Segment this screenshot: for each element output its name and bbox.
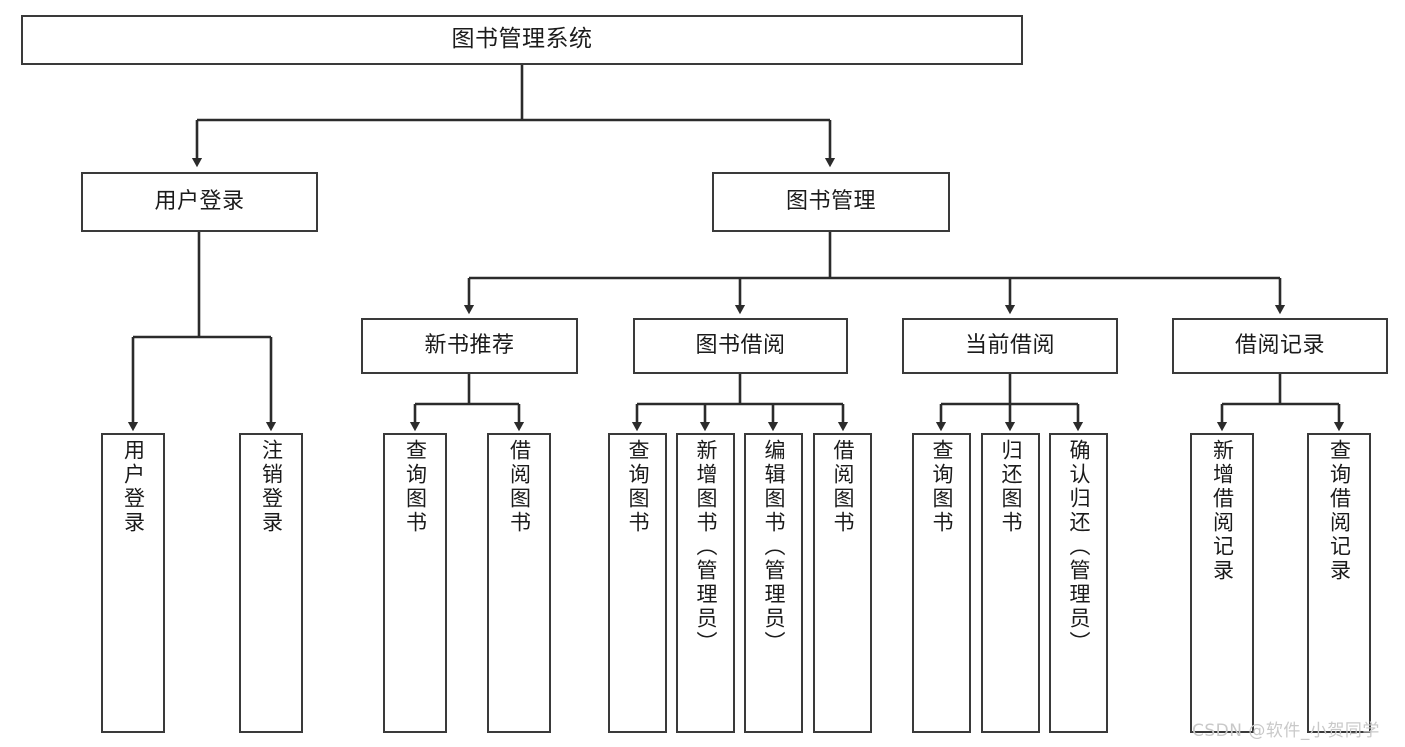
node-label: 借阅记录 — [1234, 332, 1325, 358]
leaf-borrow-book-recommend[interactable]: 借阅图书 — [487, 433, 551, 733]
node-user-login[interactable]: 用户登录 — [81, 172, 318, 232]
node-label: 确认归还（管理员） — [1067, 439, 1091, 655]
leaf-query-book-borrow[interactable]: 查询图书 — [608, 433, 667, 733]
node-label: 新增借阅记录 — [1210, 439, 1235, 583]
node-label: 注销登录 — [259, 439, 284, 535]
node-label: 查询图书 — [403, 439, 428, 535]
leaf-query-book-current[interactable]: 查询图书 — [912, 433, 971, 733]
node-label: 查询图书 — [626, 439, 650, 535]
node-new-book-recommend[interactable]: 新书推荐 — [361, 318, 578, 374]
csdn-watermark: CSDN @软件_小贺同学 — [1192, 721, 1380, 741]
leaf-edit-book-admin[interactable]: 编辑图书（管理员） — [744, 433, 803, 733]
leaf-query-borrow-record[interactable]: 查询借阅记录 — [1307, 433, 1371, 733]
node-label: 新书推荐 — [424, 332, 515, 358]
node-label: 图书管理 — [785, 188, 876, 214]
node-book-management[interactable]: 图书管理 — [712, 172, 950, 232]
node-book-borrow[interactable]: 图书借阅 — [633, 318, 848, 374]
node-label: 编辑图书（管理员） — [762, 439, 786, 655]
leaf-borrow-book[interactable]: 借阅图书 — [813, 433, 872, 733]
leaf-return-book[interactable]: 归还图书 — [981, 433, 1040, 733]
leaf-logout-login[interactable]: 注销登录 — [239, 433, 303, 733]
node-label: 新增图书（管理员） — [694, 439, 718, 655]
node-label: 归还图书 — [999, 439, 1023, 535]
leaf-add-book-admin[interactable]: 新增图书（管理员） — [676, 433, 735, 733]
leaf-confirm-return-admin[interactable]: 确认归还（管理员） — [1049, 433, 1108, 733]
leaf-user-login[interactable]: 用户登录 — [101, 433, 165, 733]
node-label: 用户登录 — [121, 439, 146, 535]
node-root-book-management-system[interactable]: 图书管理系统 — [21, 15, 1023, 65]
leaf-query-book-recommend[interactable]: 查询图书 — [383, 433, 447, 733]
node-current-borrow[interactable]: 当前借阅 — [902, 318, 1118, 374]
node-label: 用户登录 — [154, 188, 245, 214]
node-label: 当前借阅 — [964, 332, 1055, 358]
node-label: 图书借阅 — [695, 332, 786, 358]
node-label: 借阅图书 — [831, 439, 855, 535]
node-borrow-record[interactable]: 借阅记录 — [1172, 318, 1388, 374]
node-label: 图书管理系统 — [451, 26, 593, 53]
node-label: 查询图书 — [930, 439, 954, 535]
node-label: 借阅图书 — [507, 439, 532, 535]
leaf-add-borrow-record[interactable]: 新增借阅记录 — [1190, 433, 1254, 733]
node-label: 查询借阅记录 — [1327, 439, 1352, 583]
